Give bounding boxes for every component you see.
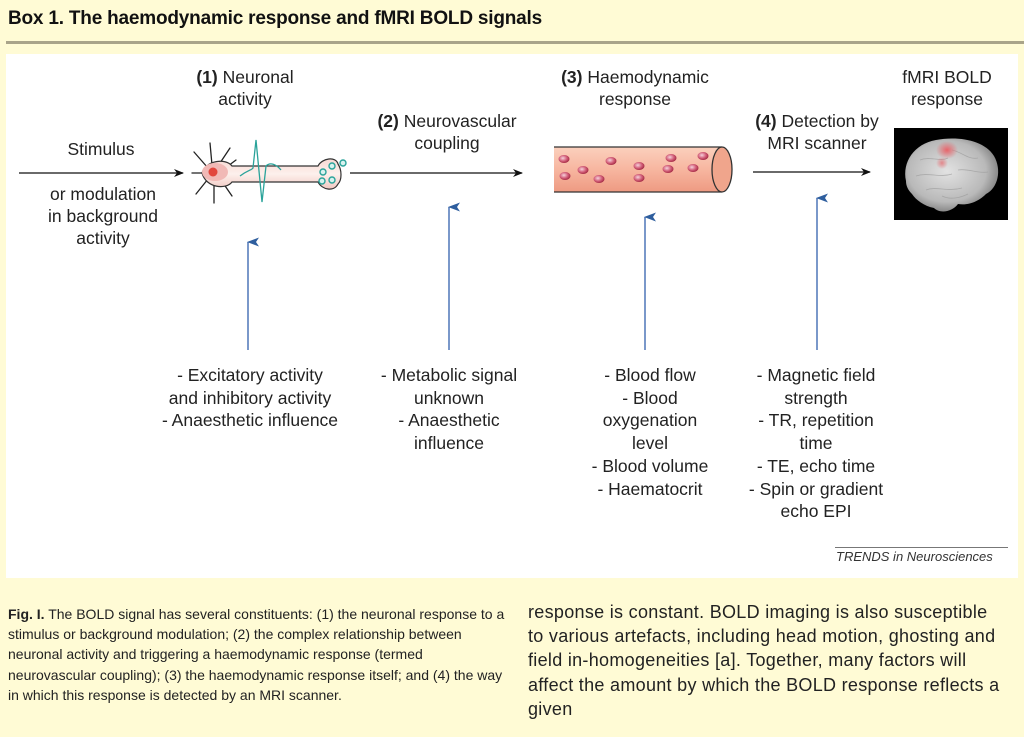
stimulus-alt-line: activity [76, 228, 130, 248]
factors-detection: - Magnetic field strength - TR, repetiti… [736, 364, 896, 523]
output-label-line-1: fMRI BOLD [902, 67, 992, 87]
box-title: Box 1. The haemodynamic response and fMR… [8, 8, 542, 29]
blood-cells [558, 152, 709, 183]
stage-4-title-line-1: Detection by [781, 111, 879, 131]
stage-2-number: (2) [377, 111, 399, 131]
factor-item: time [799, 433, 833, 454]
stage-2-label: (2) Neurovascular coupling [362, 110, 532, 154]
factors-neuronal: - Excitatory activity and inhibitory act… [150, 364, 350, 432]
stage-1-number: (1) [196, 67, 218, 87]
figure-caption: Fig. I. The BOLD signal has several cons… [8, 604, 508, 705]
factor-item: - Excitatory activity [177, 365, 323, 385]
figure-credit: TRENDS in Neurosciences [836, 549, 993, 564]
figure-caption-label: Fig. I. [8, 606, 45, 622]
factor-item: - Anaesthetic [398, 410, 500, 431]
figure-caption-text: The BOLD signal has several constituents… [8, 606, 505, 703]
stage-3-title-line-1: Haemodynamic [587, 67, 709, 87]
stage-2-title-line-1: Neurovascular [403, 111, 517, 131]
factor-item: and inhibitory activity [168, 387, 332, 408]
factor-item: - Anaesthetic influence [161, 410, 339, 431]
stimulus-alt-line: or modulation [49, 184, 157, 204]
factors-neurovascular: - Metabolic signal unknown - Anaesthetic… [369, 364, 529, 455]
stimulus-alt-line: in background [48, 206, 158, 226]
stage-1-title-line-1: Neuronal [222, 67, 294, 87]
output-label-line-2: response [911, 89, 983, 109]
factor-item: - Blood [622, 387, 678, 408]
factor-item: influence [413, 433, 485, 454]
stage-1-title-line-2: activity [218, 89, 272, 109]
figure-panel [6, 54, 1018, 578]
factor-item: - TR, repetition [758, 410, 874, 431]
factor-item: oxygenation [602, 410, 698, 431]
factor-item: - Magnetic field [756, 365, 876, 385]
blood-vessel-icon [554, 146, 733, 193]
stimulus-alt-label: or modulation in background activity [30, 183, 176, 249]
credit-divider [835, 547, 1008, 548]
factor-item: unknown [413, 387, 485, 408]
factor-item: - Metabolic signal [380, 365, 518, 385]
factor-item: echo EPI [780, 501, 852, 522]
factor-item: - Spin or gradient [748, 478, 884, 499]
stimulus-label: Stimulus [67, 139, 135, 159]
stage-3-title-line-2: response [599, 89, 671, 109]
factor-item: - Haematocrit [597, 478, 703, 499]
stage-3-label: (3) Haemodynamic response [550, 66, 720, 110]
stage-4-title-line-2: MRI scanner [767, 133, 867, 153]
factor-item: - Blood volume [591, 455, 709, 476]
stage-3-number: (3) [561, 67, 583, 87]
factor-item: - Blood flow [604, 365, 696, 385]
stage-1-label: (1) Neuronal activity [190, 66, 300, 110]
factor-item: strength [784, 387, 848, 408]
brain-scan-icon [894, 128, 1008, 220]
title-divider [6, 41, 1024, 44]
factors-haemodynamic: - Blood flow - Blood oxygenation level -… [570, 364, 730, 500]
stage-4-number: (4) [755, 111, 777, 131]
stage-2-title-line-2: coupling [414, 133, 480, 153]
body-text: response is constant. BOLD imaging is al… [528, 602, 1000, 719]
stage-4-label: (4) Detection by MRI scanner [742, 110, 892, 154]
neuron-icon [191, 139, 347, 204]
factor-item: level [632, 433, 668, 454]
factor-item: - TE, echo time [756, 455, 876, 476]
output-label: fMRI BOLD response [890, 66, 1004, 110]
